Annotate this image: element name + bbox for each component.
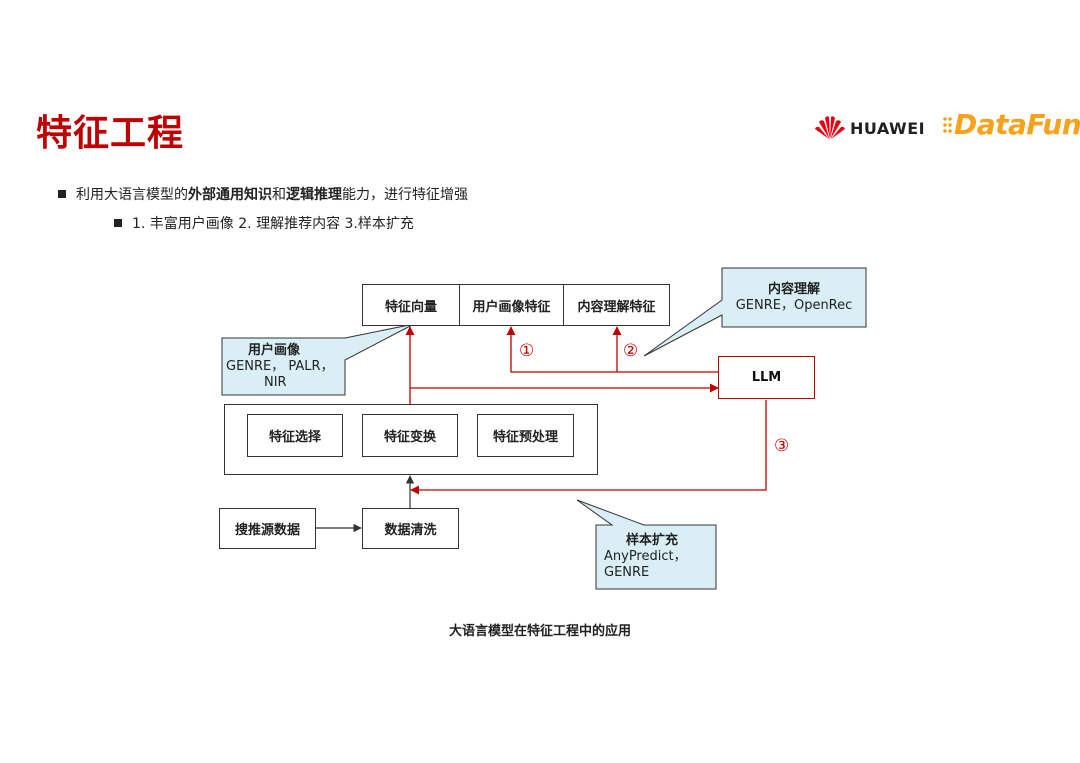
bullet-sub: 1. 丰富用户画像 2. 理解推荐内容 3.样本扩充 <box>114 213 414 233</box>
box-feature-selection: 特征选择 <box>247 414 343 457</box>
marker-3: ③ <box>774 436 790 456</box>
callout-sample-shape <box>576 499 717 590</box>
bullet-square-icon <box>114 219 122 227</box>
bullet-sub-text: 1. 丰富用户画像 2. 理解推荐内容 3.样本扩充 <box>132 216 414 232</box>
box-content-feature: 内容理解特征 <box>563 284 670 326</box>
marker-2: ② <box>623 341 639 361</box>
huawei-logo-icon <box>815 116 845 139</box>
logo-area: HUAWEI DataFun. <box>814 108 1080 148</box>
callout-user-profile-line: GENRE， PALR， <box>226 359 334 374</box>
callout-sample-line: GENRE <box>604 565 650 580</box>
marker-1: ① <box>519 341 535 361</box>
box-feature-vector: 特征向量 <box>362 284 460 326</box>
bullet-main: 利用大语言模型的外部通用知识和逻辑推理能力，进行特征增强 <box>58 184 468 204</box>
bullet-bold-knowledge: 外部通用知识 <box>188 187 272 203</box>
bullet-text-part: 能力，进行特征增强 <box>342 187 468 203</box>
bullet-bold-reasoning: 逻辑推理 <box>286 187 342 203</box>
page-title: 特征工程 <box>36 113 185 154</box>
callout-user-profile-title: 用户画像 <box>248 343 301 358</box>
bullet-square-icon <box>58 190 66 198</box>
line-llm-sample <box>410 400 767 495</box>
callout-sample-line: AnyPredict， <box>604 549 687 564</box>
callout-content-shape <box>643 267 867 357</box>
datafun-dots-icon <box>943 117 952 133</box>
box-feature-preprocess: 特征预处理 <box>477 414 574 457</box>
callout-sample: 样本扩充 AnyPredict， GENRE <box>604 533 714 581</box>
callout-content-line: GENRE，OpenRec <box>735 298 853 313</box>
box-data-cleaning: 数据清洗 <box>362 508 459 549</box>
callout-user-profile-line: NIR <box>264 375 287 390</box>
callout-user-profile-shape <box>221 323 415 396</box>
box-feature-transform: 特征变换 <box>362 414 458 457</box>
line-llm-return <box>506 326 718 373</box>
box-user-profile-feature: 用户画像特征 <box>459 284 564 326</box>
bullet-text-part: 和 <box>272 187 286 203</box>
process-container <box>224 404 598 475</box>
box-llm: LLM <box>718 356 815 399</box>
box-source-data: 搜推源数据 <box>219 508 316 549</box>
huawei-logo-text: HUAWEI <box>850 119 926 138</box>
bullet-text-part: 利用大语言模型的 <box>76 187 188 203</box>
callout-user-profile: 用户画像 GENRE， PALR， NIR <box>226 343 344 391</box>
callout-content-title: 内容理解 <box>767 282 820 297</box>
callout-content: 内容理解 GENRE，OpenRec <box>722 282 866 314</box>
callout-sample-title: 样本扩充 <box>626 533 679 548</box>
diagram-caption: 大语言模型在特征工程中的应用 <box>448 624 631 639</box>
datafun-logo-text: DataFun. <box>954 108 1080 141</box>
